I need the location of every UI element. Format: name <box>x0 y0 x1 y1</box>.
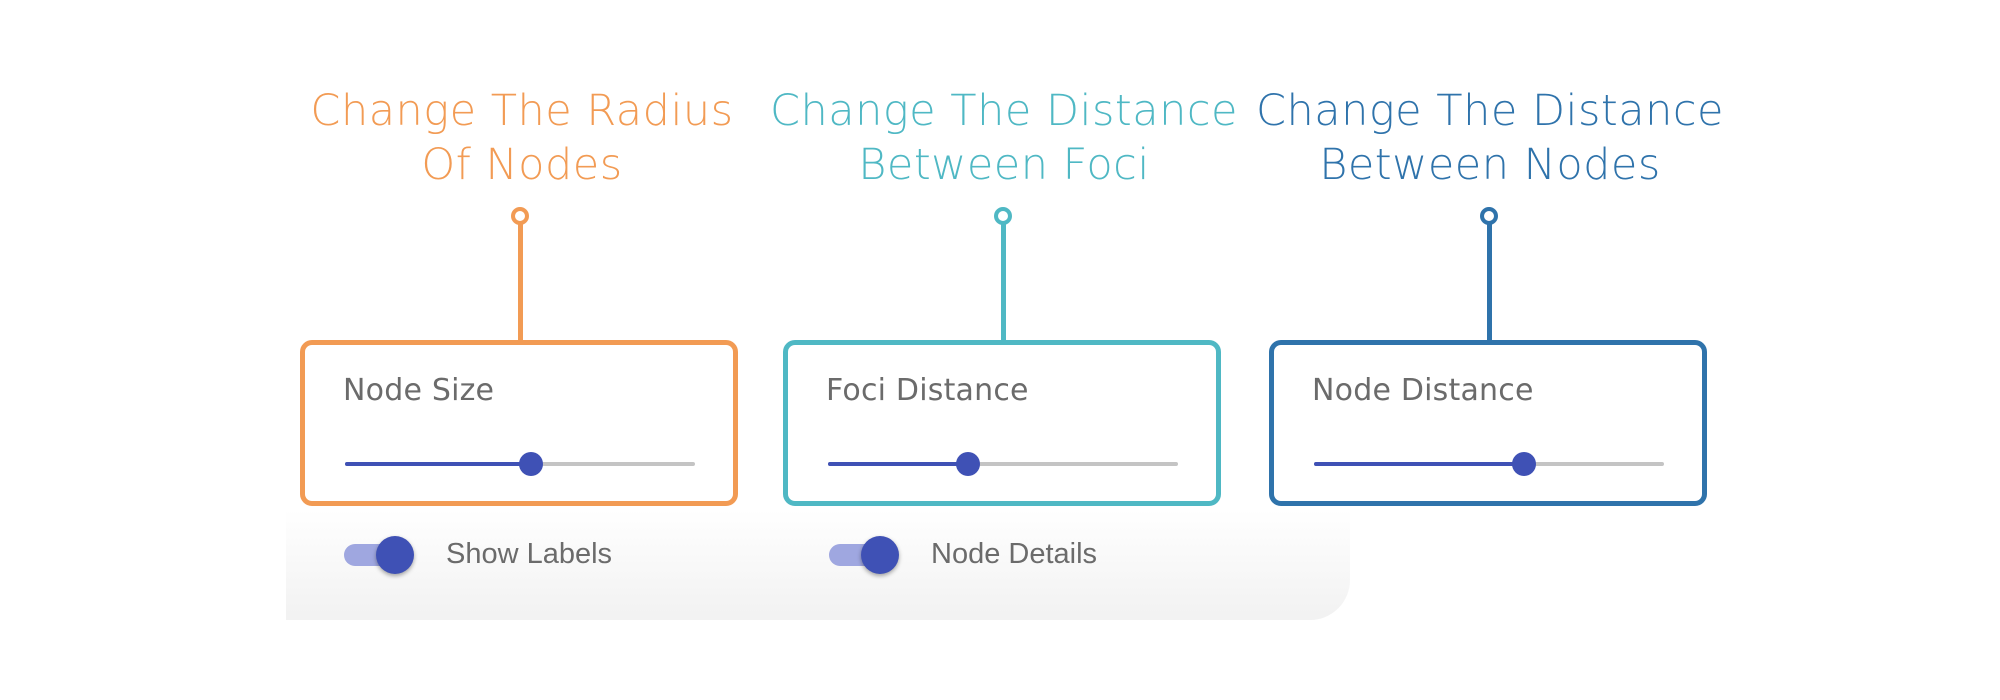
annotation-line: Between Foci <box>858 140 1150 190</box>
annotation-foci-distance: Change The Distance Between Foci <box>744 84 1264 192</box>
annotation-line: Between Nodes <box>1319 140 1661 190</box>
slider-thumb[interactable] <box>1512 452 1536 476</box>
slider-thumb[interactable] <box>956 452 980 476</box>
annotation-line: Change The Radius <box>310 86 734 136</box>
node-details-toggle[interactable] <box>825 536 899 574</box>
node-size-slider[interactable] <box>345 452 695 476</box>
slider-fill <box>828 462 968 466</box>
toggle-knob[interactable] <box>376 536 414 574</box>
slider-thumb[interactable] <box>518 452 543 476</box>
controls-shadow <box>286 510 1350 620</box>
show-labels-row: Show Labels <box>340 530 740 580</box>
annotation-line: Change The Distance <box>770 86 1238 136</box>
node-details-row: Node Details <box>825 530 1225 580</box>
annotation-line: Change The Distance <box>1256 86 1724 136</box>
show-labels-toggle[interactable] <box>340 536 414 574</box>
connector-stem <box>1001 224 1006 342</box>
connector-ring <box>511 207 529 225</box>
connector-stem <box>1487 224 1492 342</box>
toggle-label: Node Details <box>931 538 1098 570</box>
node-distance-panel: Node Distance <box>1269 340 1707 506</box>
toggle-label: Show Labels <box>446 538 613 570</box>
toggle-knob[interactable] <box>861 536 899 574</box>
slider-fill <box>1314 462 1524 466</box>
foci-distance-panel: Foci Distance <box>783 340 1221 506</box>
node-size-panel: Node Size <box>300 340 738 506</box>
annotation-node-radius: Change The Radius Of Nodes <box>262 84 782 192</box>
connector-stem <box>518 224 523 342</box>
node-distance-slider[interactable] <box>1314 452 1664 476</box>
connector-ring <box>1480 207 1498 225</box>
annotation-line: Of Nodes <box>421 140 623 190</box>
panel-title: Foci Distance <box>826 373 1029 408</box>
annotation-node-distance: Change The Distance Between Nodes <box>1230 84 1750 192</box>
slider-fill <box>345 462 531 466</box>
foci-distance-slider[interactable] <box>828 452 1178 476</box>
connector-ring <box>994 207 1012 225</box>
panel-title: Node Distance <box>1312 373 1534 408</box>
panel-title: Node Size <box>343 373 495 408</box>
